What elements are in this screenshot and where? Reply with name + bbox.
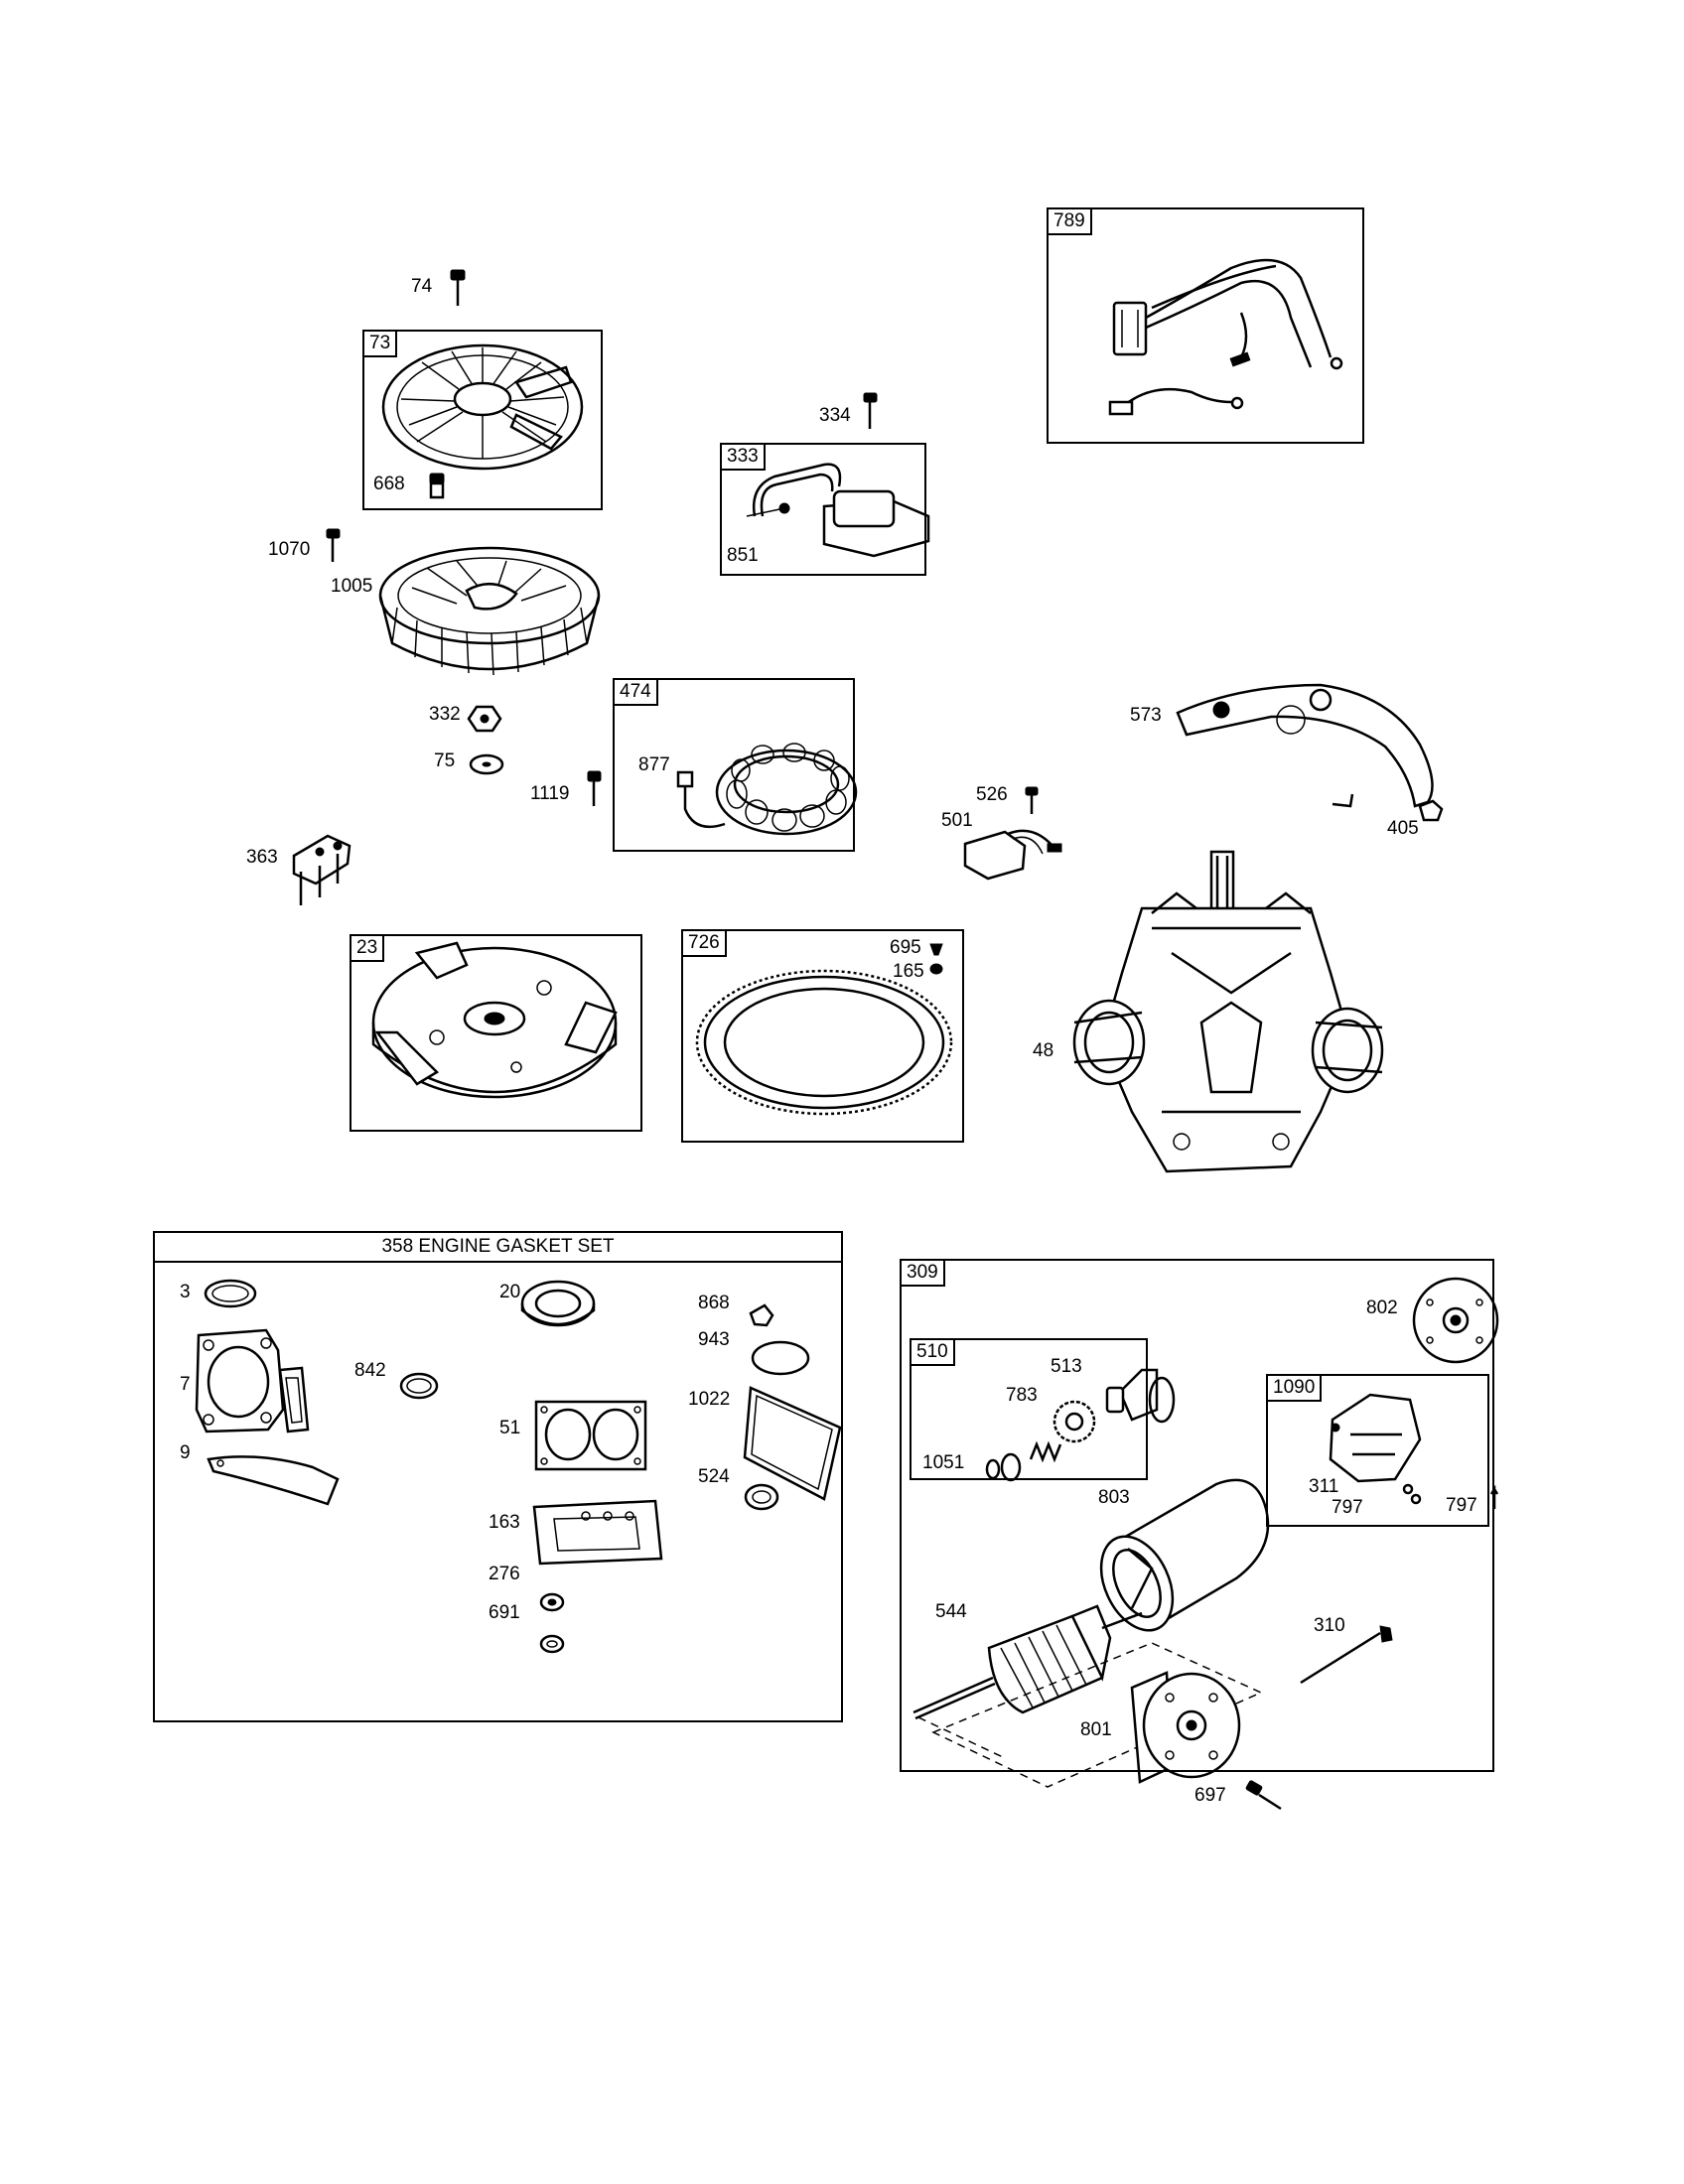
part-label-697: 697 — [1194, 1785, 1226, 1806]
flywheel-icon — [371, 941, 618, 1099]
gasket-set-box: 358 ENGINE GASKET SET — [153, 1231, 843, 1722]
part-label-20: 20 — [499, 1282, 521, 1302]
baffle-573-icon — [1176, 683, 1434, 808]
part-label-1119: 1119 — [530, 783, 570, 804]
box-510: 510 — [910, 1338, 1148, 1480]
part-label-501: 501 — [941, 810, 973, 831]
fan-icon — [378, 546, 601, 676]
part-label-943: 943 — [698, 1329, 730, 1350]
starter-assembly-icons — [912, 1277, 1499, 1811]
part-label-803: 803 — [1098, 1487, 1130, 1508]
part-label-3: 3 — [180, 1282, 191, 1302]
pin-165-icon — [929, 963, 943, 975]
part-label-868: 868 — [698, 1293, 730, 1313]
part-label-7: 7 — [180, 1374, 191, 1395]
part-label-524: 524 — [698, 1466, 730, 1487]
box-1090-tag: 1090 — [1268, 1376, 1323, 1402]
part-label-842: 842 — [354, 1360, 386, 1381]
part-label-163: 163 — [489, 1512, 520, 1533]
part-label-74: 74 — [411, 276, 433, 297]
part-label-334: 334 — [819, 405, 851, 426]
gasket-set-title: 358 ENGINE GASKET SET — [155, 1233, 841, 1263]
box-23: 23 — [350, 934, 642, 1132]
part-label-851: 851 — [727, 545, 759, 566]
part-label-695: 695 — [890, 937, 921, 958]
part-label-801: 801 — [1080, 1719, 1112, 1740]
part-label-802: 802 — [1366, 1297, 1398, 1318]
part-label-513: 513 — [1051, 1356, 1082, 1377]
part-label-1070: 1070 — [268, 539, 311, 560]
part-label-332: 332 — [429, 704, 461, 725]
screw-695-icon — [929, 943, 943, 956]
cylinder-block-icon — [1072, 850, 1384, 1173]
box-333-tag: 333 — [722, 445, 766, 471]
part-label-1051: 1051 — [922, 1452, 965, 1473]
box-333: 333 — [720, 443, 926, 576]
part-label-51: 51 — [499, 1418, 521, 1438]
bolt-334-icon — [863, 392, 878, 429]
gasket-set-icons — [195, 1279, 842, 1654]
part-label-797-b: 797 — [1446, 1495, 1477, 1516]
box-73-tag: 73 — [364, 332, 398, 357]
alternator-stator-icon — [676, 743, 858, 836]
rectifier-icon — [963, 829, 1062, 881]
part-label-797-a: 797 — [1332, 1497, 1363, 1518]
box-789: 789 — [1047, 207, 1364, 444]
bracket-363-icon — [292, 834, 351, 905]
part-label-544: 544 — [935, 1601, 967, 1622]
part-label-405: 405 — [1387, 818, 1419, 839]
box-726-tag: 726 — [683, 931, 727, 957]
part-label-9: 9 — [180, 1442, 191, 1463]
part-label-48: 48 — [1033, 1040, 1054, 1061]
part-label-75: 75 — [434, 751, 456, 771]
box-309: 309 — [900, 1259, 1494, 1772]
washer-icon — [469, 753, 504, 775]
part-label-1022: 1022 — [688, 1389, 731, 1410]
part-label-165: 165 — [893, 961, 924, 982]
box-23-tag: 23 — [351, 936, 385, 962]
ring-gear-icon — [695, 969, 953, 1116]
bolt-526-icon — [1025, 786, 1039, 814]
part-label-310: 310 — [1314, 1615, 1345, 1636]
part-label-783: 783 — [1006, 1385, 1038, 1406]
box-474-tag: 474 — [615, 680, 658, 706]
part-label-311: 311 — [1309, 1476, 1339, 1497]
ignition-coil-icon — [746, 463, 930, 558]
nut-icon — [467, 705, 502, 733]
blower-screen-icon — [381, 343, 584, 471]
box-309-tag: 309 — [902, 1261, 945, 1287]
part-label-363: 363 — [246, 847, 278, 868]
bolt-74-icon — [450, 269, 466, 306]
part-label-1005: 1005 — [331, 576, 373, 597]
box-474: 474 — [613, 678, 855, 852]
wiring-harness-icon — [1108, 258, 1343, 416]
part-label-573: 573 — [1130, 705, 1162, 726]
bolt-1119-icon — [587, 770, 602, 806]
screw-405-icon — [1418, 799, 1444, 822]
part-label-668: 668 — [373, 474, 405, 494]
screw-668-icon — [429, 473, 445, 499]
box-510-tag: 510 — [912, 1340, 955, 1366]
box-1090: 1090 — [1266, 1374, 1489, 1527]
box-73: 73 — [362, 330, 603, 510]
box-789-tag: 789 — [1049, 209, 1092, 235]
bolt-1070-icon — [326, 528, 341, 562]
part-label-691: 691 — [489, 1602, 520, 1623]
part-label-877: 877 — [638, 754, 670, 775]
part-label-526: 526 — [976, 784, 1008, 805]
box-726: 726 — [681, 929, 964, 1143]
part-label-276: 276 — [489, 1564, 520, 1584]
